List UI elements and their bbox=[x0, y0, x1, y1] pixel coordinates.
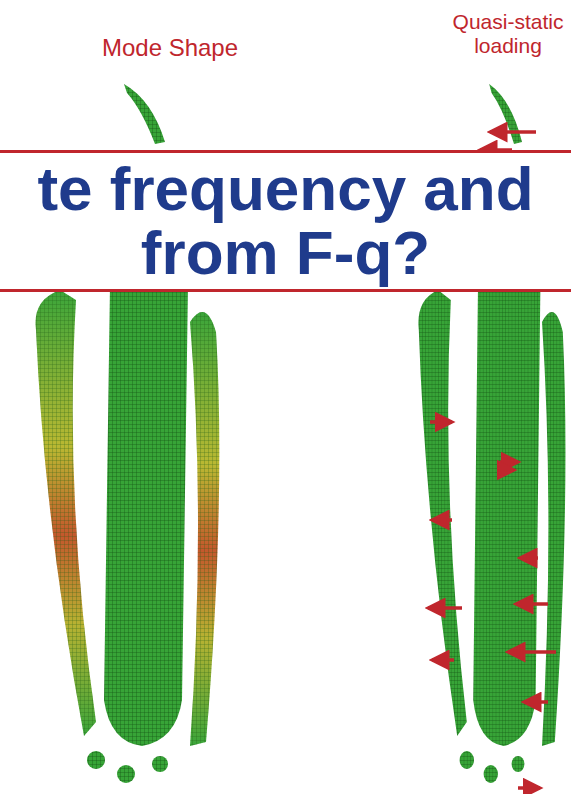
load-arrow bbox=[516, 602, 548, 606]
leaf bbox=[418, 290, 466, 736]
root-bulb bbox=[117, 765, 135, 783]
leaf-mesh bbox=[190, 312, 219, 746]
load-arrow bbox=[505, 468, 514, 472]
load-arrow bbox=[430, 420, 452, 424]
load-arrow bbox=[432, 658, 454, 662]
stalk bbox=[473, 285, 540, 746]
load-arrow bbox=[490, 130, 536, 134]
panel-label: Mode Shape bbox=[70, 34, 270, 62]
leaf-tip bbox=[124, 84, 165, 144]
load-arrow bbox=[432, 518, 452, 522]
root-bulb bbox=[484, 765, 498, 783]
leaf-tip bbox=[489, 84, 522, 144]
stalk bbox=[104, 285, 188, 746]
root-bulb bbox=[460, 751, 474, 769]
root-bulb bbox=[512, 756, 525, 772]
load-arrow bbox=[520, 556, 538, 560]
title-band: te frequency and from F-q? bbox=[0, 150, 571, 292]
leaf bbox=[542, 312, 565, 746]
load-arrow bbox=[518, 786, 540, 790]
leaf-mesh bbox=[36, 290, 97, 736]
load-arrow bbox=[428, 606, 462, 610]
root-bulb bbox=[87, 751, 105, 769]
root-bulb bbox=[152, 756, 168, 772]
panel-label: Quasi-static loading bbox=[450, 10, 566, 58]
question-text: te frequency and from F-q? bbox=[16, 157, 556, 285]
load-arrow bbox=[500, 460, 518, 464]
leaf bbox=[36, 290, 97, 736]
leaf bbox=[190, 312, 219, 746]
load-arrow bbox=[508, 650, 556, 654]
load-arrow bbox=[524, 700, 548, 704]
